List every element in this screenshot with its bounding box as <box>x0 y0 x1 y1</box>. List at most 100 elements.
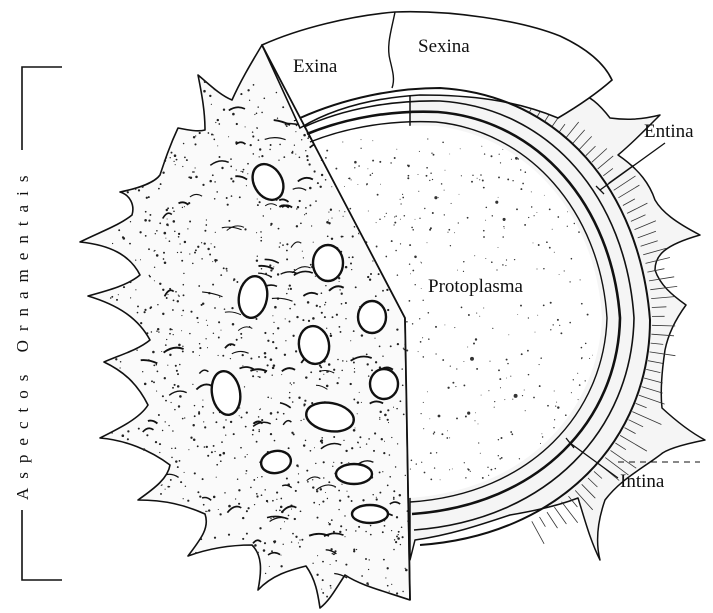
stipple-dot <box>353 398 355 400</box>
stipple-dot <box>196 317 198 319</box>
protoplasm-dot <box>467 468 469 470</box>
stipple-dot <box>322 501 324 503</box>
stipple-dot <box>175 365 177 367</box>
protoplasm-dot <box>476 313 477 314</box>
stipple-dot <box>202 406 204 408</box>
stipple-dot <box>187 228 188 229</box>
stipple-dot <box>328 363 331 366</box>
stipple-dot <box>246 185 247 186</box>
pore <box>313 245 343 281</box>
stipple-dot <box>277 273 279 275</box>
stipple-dot <box>396 535 398 537</box>
stipple-dot <box>352 235 354 237</box>
stipple-dot <box>339 281 340 282</box>
stipple-dot <box>382 290 384 292</box>
stipple-dot <box>178 233 180 235</box>
stipple-dot <box>267 340 269 342</box>
stipple-dot <box>270 144 272 146</box>
stipple-dot <box>295 154 296 155</box>
protoplasm-dot <box>488 475 489 476</box>
stipple-dot <box>200 538 202 540</box>
protoplasm-dot <box>485 258 486 259</box>
stipple-dot <box>195 176 198 179</box>
stipple-dot <box>232 180 234 182</box>
pore <box>336 464 372 484</box>
stipple-dot <box>328 220 329 221</box>
stipple-dot <box>189 221 191 223</box>
stipple-dot <box>292 335 294 337</box>
protoplasm-dot <box>504 228 505 229</box>
stipple-dot <box>332 553 333 554</box>
stipple-dot <box>215 232 216 233</box>
stipple-dot <box>344 536 345 537</box>
stipple-dot <box>280 528 281 529</box>
stipple-dot <box>303 419 304 420</box>
protoplasm-dot <box>578 231 580 233</box>
stipple-dot <box>195 135 196 136</box>
stipple-dot <box>171 402 172 403</box>
stipple-dot <box>379 346 381 348</box>
stipple-dot <box>243 169 245 171</box>
stipple-dot <box>274 440 276 442</box>
protoplasm-dot <box>478 442 479 443</box>
stipple-dot <box>258 416 260 418</box>
stipple-dot <box>387 485 389 487</box>
stipple-dot <box>286 293 287 294</box>
stipple-dot <box>320 366 322 368</box>
protoplasm-dot <box>344 186 345 187</box>
stipple-dot <box>178 405 180 407</box>
stipple-dot <box>188 176 190 178</box>
protoplasm-dot <box>527 350 529 352</box>
stipple-dot <box>280 498 282 500</box>
stipple-dot <box>173 161 174 162</box>
protoplasm-dot <box>520 188 522 190</box>
protoplasm-dot <box>412 229 414 231</box>
stipple-dot <box>309 204 311 206</box>
stipple-dot <box>282 106 284 108</box>
stipple-dot <box>169 354 171 356</box>
stipple-dot <box>194 405 195 406</box>
protoplasm-dot <box>507 178 509 180</box>
protoplasm-dot <box>484 153 485 154</box>
stipple-dot <box>405 568 406 569</box>
stipple-dot <box>391 530 392 531</box>
stipple-dot <box>254 544 257 547</box>
protoplasm-dot <box>366 183 368 185</box>
stipple-dot <box>192 384 193 385</box>
protoplasm-dot <box>533 397 535 399</box>
protoplasm-dot <box>402 197 404 199</box>
protoplasm-dot <box>567 211 568 212</box>
protoplasm-dot <box>522 183 524 185</box>
protoplasm-dot <box>559 325 560 326</box>
protoplasm-dot <box>414 256 417 259</box>
protoplasm-dot <box>569 322 571 324</box>
stipple-dot <box>127 438 129 440</box>
stipple-dot <box>259 409 260 410</box>
stipple-dot <box>260 231 262 233</box>
stipple-dot <box>293 382 295 384</box>
protoplasm-dot <box>577 373 578 374</box>
protoplasm-dot <box>519 458 520 459</box>
stipple-dot <box>299 539 300 540</box>
protoplasm-dot <box>335 168 337 170</box>
stipple-dot <box>258 431 260 433</box>
stipple-dot <box>154 250 155 251</box>
stipple-dot <box>403 414 405 416</box>
stipple-dot <box>336 382 338 384</box>
stipple-dot <box>393 407 394 408</box>
protoplasm-dot <box>430 227 432 229</box>
stipple-dot <box>244 386 245 387</box>
protoplasm-dot <box>430 172 431 173</box>
stipple-dot <box>195 249 197 251</box>
stipple-dot <box>145 211 147 213</box>
stipple-dot <box>261 155 263 157</box>
stipple-dot <box>381 438 383 440</box>
protoplasm-dot <box>502 236 504 238</box>
protoplasm-dot <box>409 263 410 264</box>
protoplasm-dot <box>354 167 355 168</box>
protoplasm-dot <box>427 242 428 243</box>
stipple-dot <box>166 209 168 211</box>
stipple-dot <box>316 305 318 307</box>
protoplasm-dot <box>488 390 489 391</box>
stipple-dot <box>230 166 232 168</box>
